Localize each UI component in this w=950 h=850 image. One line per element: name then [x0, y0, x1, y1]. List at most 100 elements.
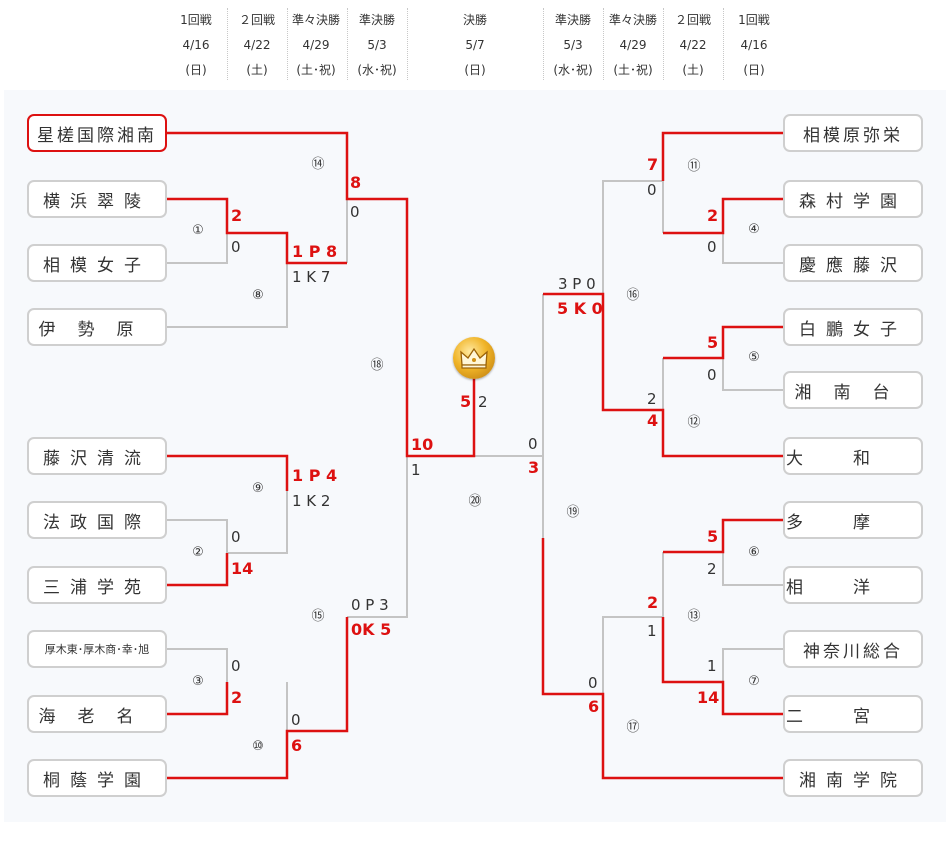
score-winner: 0K 5	[351, 620, 392, 639]
team-name: 湘南学院	[799, 770, 907, 791]
game-number: ⑩	[252, 739, 264, 754]
header-round-r4: 1回戦 4/16 (日)	[726, 8, 782, 83]
team-box-yokohama-suiryo[interactable]: 横浜翠陵	[27, 180, 167, 218]
line-loser	[602, 180, 663, 294]
line-loser	[347, 456, 408, 618]
game-number: ⑥	[748, 545, 760, 560]
team-box-ninomiya[interactable]: 二宮	[783, 695, 923, 733]
round-name: 1回戦	[180, 13, 212, 27]
header-round-l3: 準々決勝 4/29 (土･祝)	[288, 8, 344, 83]
team-box-atsugi-combined[interactable]: 厚木東･厚木商･幸･旭	[27, 630, 167, 668]
score-winner: 8	[350, 173, 362, 192]
round-date: 4/22	[679, 38, 707, 52]
line-loser	[167, 648, 228, 682]
line-winner	[661, 131, 783, 181]
game-number: ⑤	[748, 350, 760, 365]
game-number: ⑪	[687, 159, 701, 174]
line-loser	[722, 648, 783, 682]
score-winner: 5	[460, 392, 472, 411]
round-day: (土)	[682, 63, 704, 77]
round-name: 1回戦	[738, 13, 770, 27]
round-day: (土･祝)	[613, 63, 653, 77]
score-loser: 0	[588, 674, 598, 692]
team-box-toin-gakuen[interactable]: 桐蔭学園	[27, 759, 167, 797]
score-winner: 10	[411, 435, 434, 454]
score-loser: 1	[411, 461, 421, 479]
team-box-sagami-joshi[interactable]: 相模女子	[27, 244, 167, 282]
game-number: ⑧	[252, 288, 264, 303]
score-loser: 0	[350, 203, 360, 221]
header-divider	[287, 8, 288, 80]
crown-medal-icon	[453, 337, 495, 379]
header-divider	[723, 8, 724, 80]
round-date: 4/29	[619, 38, 647, 52]
round-date: 4/22	[243, 38, 271, 52]
team-box-seisa-kokusai-shonan[interactable]: 星槎国際湘南	[27, 114, 167, 152]
team-box-hosei-kokusai[interactable]: 法政国際	[27, 501, 167, 539]
score-winner: 2	[231, 688, 243, 707]
team-box-morimura-gakuen[interactable]: 森村学園	[783, 180, 923, 218]
team-box-keio-fujisawa[interactable]: 慶應藤沢	[783, 244, 923, 282]
round-day: (土)	[246, 63, 268, 77]
score-winner: 5	[707, 333, 719, 352]
score-loser: 1	[707, 657, 717, 675]
round-name: 準決勝	[358, 13, 395, 27]
team-name: 大和	[786, 448, 920, 469]
line-loser	[722, 233, 783, 264]
team-box-sagamihara-yasaka[interactable]: 相模原弥栄	[783, 114, 923, 152]
game-number: ⑯	[626, 288, 640, 303]
score-loser: 0	[528, 435, 538, 453]
team-box-isehara[interactable]: 伊勢原	[27, 308, 167, 346]
round-name: 準決勝	[554, 13, 591, 27]
score-loser: 2	[478, 393, 488, 411]
team-box-kanagawa-sogo[interactable]: 神奈川総合	[783, 630, 923, 668]
team-box-soyo[interactable]: 相洋	[783, 566, 923, 604]
score-loser: 0	[707, 238, 717, 256]
score-loser: 2	[647, 390, 657, 408]
game-number: ②	[192, 545, 204, 560]
team-box-ebina[interactable]: 海老名	[27, 695, 167, 733]
team-box-fujisawa-seiryu[interactable]: 藤沢清流	[27, 437, 167, 475]
team-box-miura-gakuen[interactable]: 三浦学苑	[27, 566, 167, 604]
header-divider	[407, 8, 408, 80]
score-loser: 2	[707, 560, 717, 578]
header-divider	[227, 8, 228, 80]
round-day: (水･祝)	[553, 63, 593, 77]
score-winner: 6	[588, 697, 600, 716]
team-name: 三浦学苑	[43, 577, 151, 598]
line-winner	[661, 617, 783, 716]
round-date: 4/29	[302, 38, 330, 52]
team-box-hakuho-joshi[interactable]: 白鵬女子	[783, 308, 923, 346]
score-loser: 0	[291, 711, 301, 729]
score-loser: 0 P 3	[351, 596, 389, 614]
team-box-shonan-gakuin[interactable]: 湘南学院	[783, 759, 923, 797]
line-winner	[663, 197, 783, 235]
score-winner: 2	[231, 206, 243, 225]
team-box-shonandai[interactable]: 湘南台	[783, 371, 923, 409]
score-winner: 7	[647, 155, 659, 174]
team-box-yamato[interactable]: 大和	[783, 437, 923, 475]
round-name: ２回戦	[674, 13, 711, 27]
header-round-l4: 準決勝 5/3 (水･祝)	[349, 8, 405, 83]
line-loser	[167, 233, 228, 264]
team-name: 慶應藤沢	[799, 255, 907, 276]
header-divider	[603, 8, 604, 80]
game-number: ⑦	[748, 674, 760, 689]
line-loser	[167, 519, 228, 555]
team-name: 星槎国際湘南	[37, 125, 157, 146]
round-name: 準々決勝	[291, 13, 340, 27]
game-number: ⑭	[311, 157, 325, 172]
score-loser: 3 P 0	[558, 275, 596, 293]
team-box-tama[interactable]: 多摩	[783, 501, 923, 539]
round-day: (水･祝)	[357, 63, 397, 77]
score-winner: 14	[231, 559, 254, 578]
team-name: 二宮	[786, 706, 920, 727]
score-loser: 1	[647, 622, 657, 640]
round-date: 5/3	[563, 38, 583, 52]
team-name: 白鵬女子	[799, 319, 907, 340]
round-name: 準々決勝	[608, 13, 657, 27]
score-loser: 0	[231, 238, 241, 256]
line-winner	[167, 454, 289, 491]
team-name: 湘南台	[794, 382, 912, 403]
